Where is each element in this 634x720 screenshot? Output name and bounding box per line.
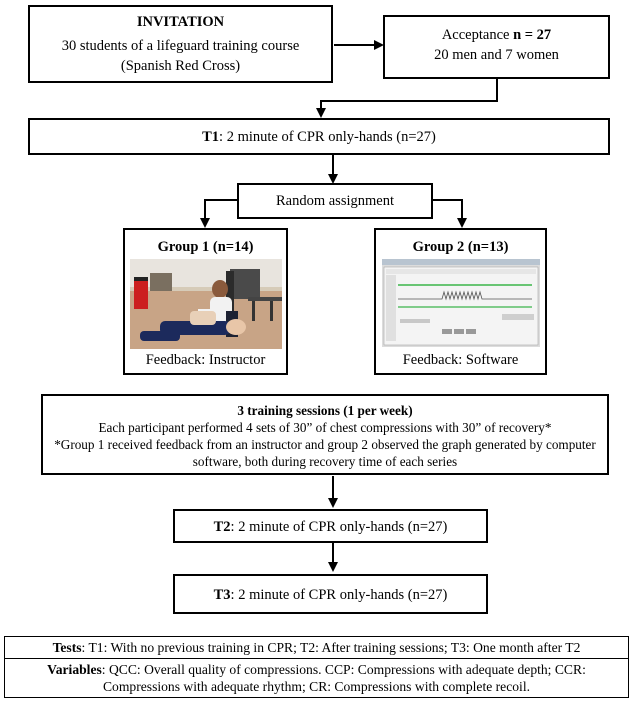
t2-box: T2: 2 minute of CPR only-hands (n=27) [173, 509, 488, 543]
training-line1: Each participant performed 4 sets of 30”… [98, 420, 552, 435]
software-graph-image [382, 259, 540, 347]
arrow-random-to-group1 [200, 199, 238, 228]
group2-software-screenshot [382, 259, 540, 347]
group1-title: Group 1 (n=14) [157, 239, 254, 255]
legend-table: Tests: T1: With no previous training in … [4, 636, 629, 698]
acceptance-detail: 20 men and 7 women [434, 47, 559, 63]
training-title: 3 training sessions (1 per week) [237, 403, 413, 418]
invitation-title: INVITATION [136, 14, 225, 30]
acceptance-heading: Acceptance n = 27 [385, 25, 608, 45]
group2-title: Group 2 (n=13) [412, 239, 509, 255]
t3-tag: T3 [213, 587, 231, 603]
legend-variables-text: : QCC: Overall quality of compressions. … [101, 662, 586, 694]
t2-text: : 2 minute of CPR only-hands (n=27) [230, 519, 448, 535]
invitation-line1: 30 students of a lifeguard training cour… [61, 38, 300, 54]
t1-tag: T1 [202, 129, 220, 145]
legend-variables-row: Variables: QCC: Overall quality of compr… [5, 658, 628, 697]
group2-box: Group 2 (n=13) Feedback: Software [374, 228, 547, 375]
group1-feedback: Feedback: Instructor [145, 352, 266, 368]
legend-variables-label: Variables [47, 662, 102, 677]
acceptance-count: n = 27 [513, 27, 552, 43]
training-sessions-box: 3 training sessions (1 per week) Each pa… [41, 394, 609, 475]
arrow-acceptance-to-t1 [316, 79, 498, 118]
legend-tests-text: : T1: With no previous training in CPR; … [81, 640, 581, 655]
group1-cpr-photo [130, 259, 282, 349]
training-line2: *Group 1 received feedback from an instr… [54, 437, 596, 469]
acceptance-label: Acceptance [441, 27, 514, 43]
t1-box: T1: 2 minute of CPR only-hands (n=27) [28, 118, 610, 155]
t1-text: : 2 minute of CPR only-hands (n=27) [219, 129, 436, 145]
cpr-classroom-image [130, 259, 282, 349]
legend-tests-label: Tests [52, 640, 82, 655]
invitation-box: INVITATION 30 students of a lifeguard tr… [28, 5, 333, 83]
acceptance-box: Acceptance n = 27 20 men and 7 women [383, 15, 610, 79]
random-assignment-box: Random assignment [237, 183, 433, 219]
arrow-random-to-group2 [432, 199, 467, 228]
group2-feedback: Feedback: Software [402, 352, 519, 368]
t3-box: T3: 2 minute of CPR only-hands (n=27) [173, 574, 488, 614]
group1-box: Group 1 (n=14) Feedback: Instructor [123, 228, 288, 375]
legend-tests-row: Tests: T1: With no previous training in … [5, 637, 628, 658]
invitation-line2: (Spanish Red Cross) [120, 58, 241, 74]
t3-text: : 2 minute of CPR only-hands (n=27) [230, 587, 448, 603]
t2-tag: T2 [213, 519, 231, 535]
random-assignment-text: Random assignment [275, 193, 394, 209]
